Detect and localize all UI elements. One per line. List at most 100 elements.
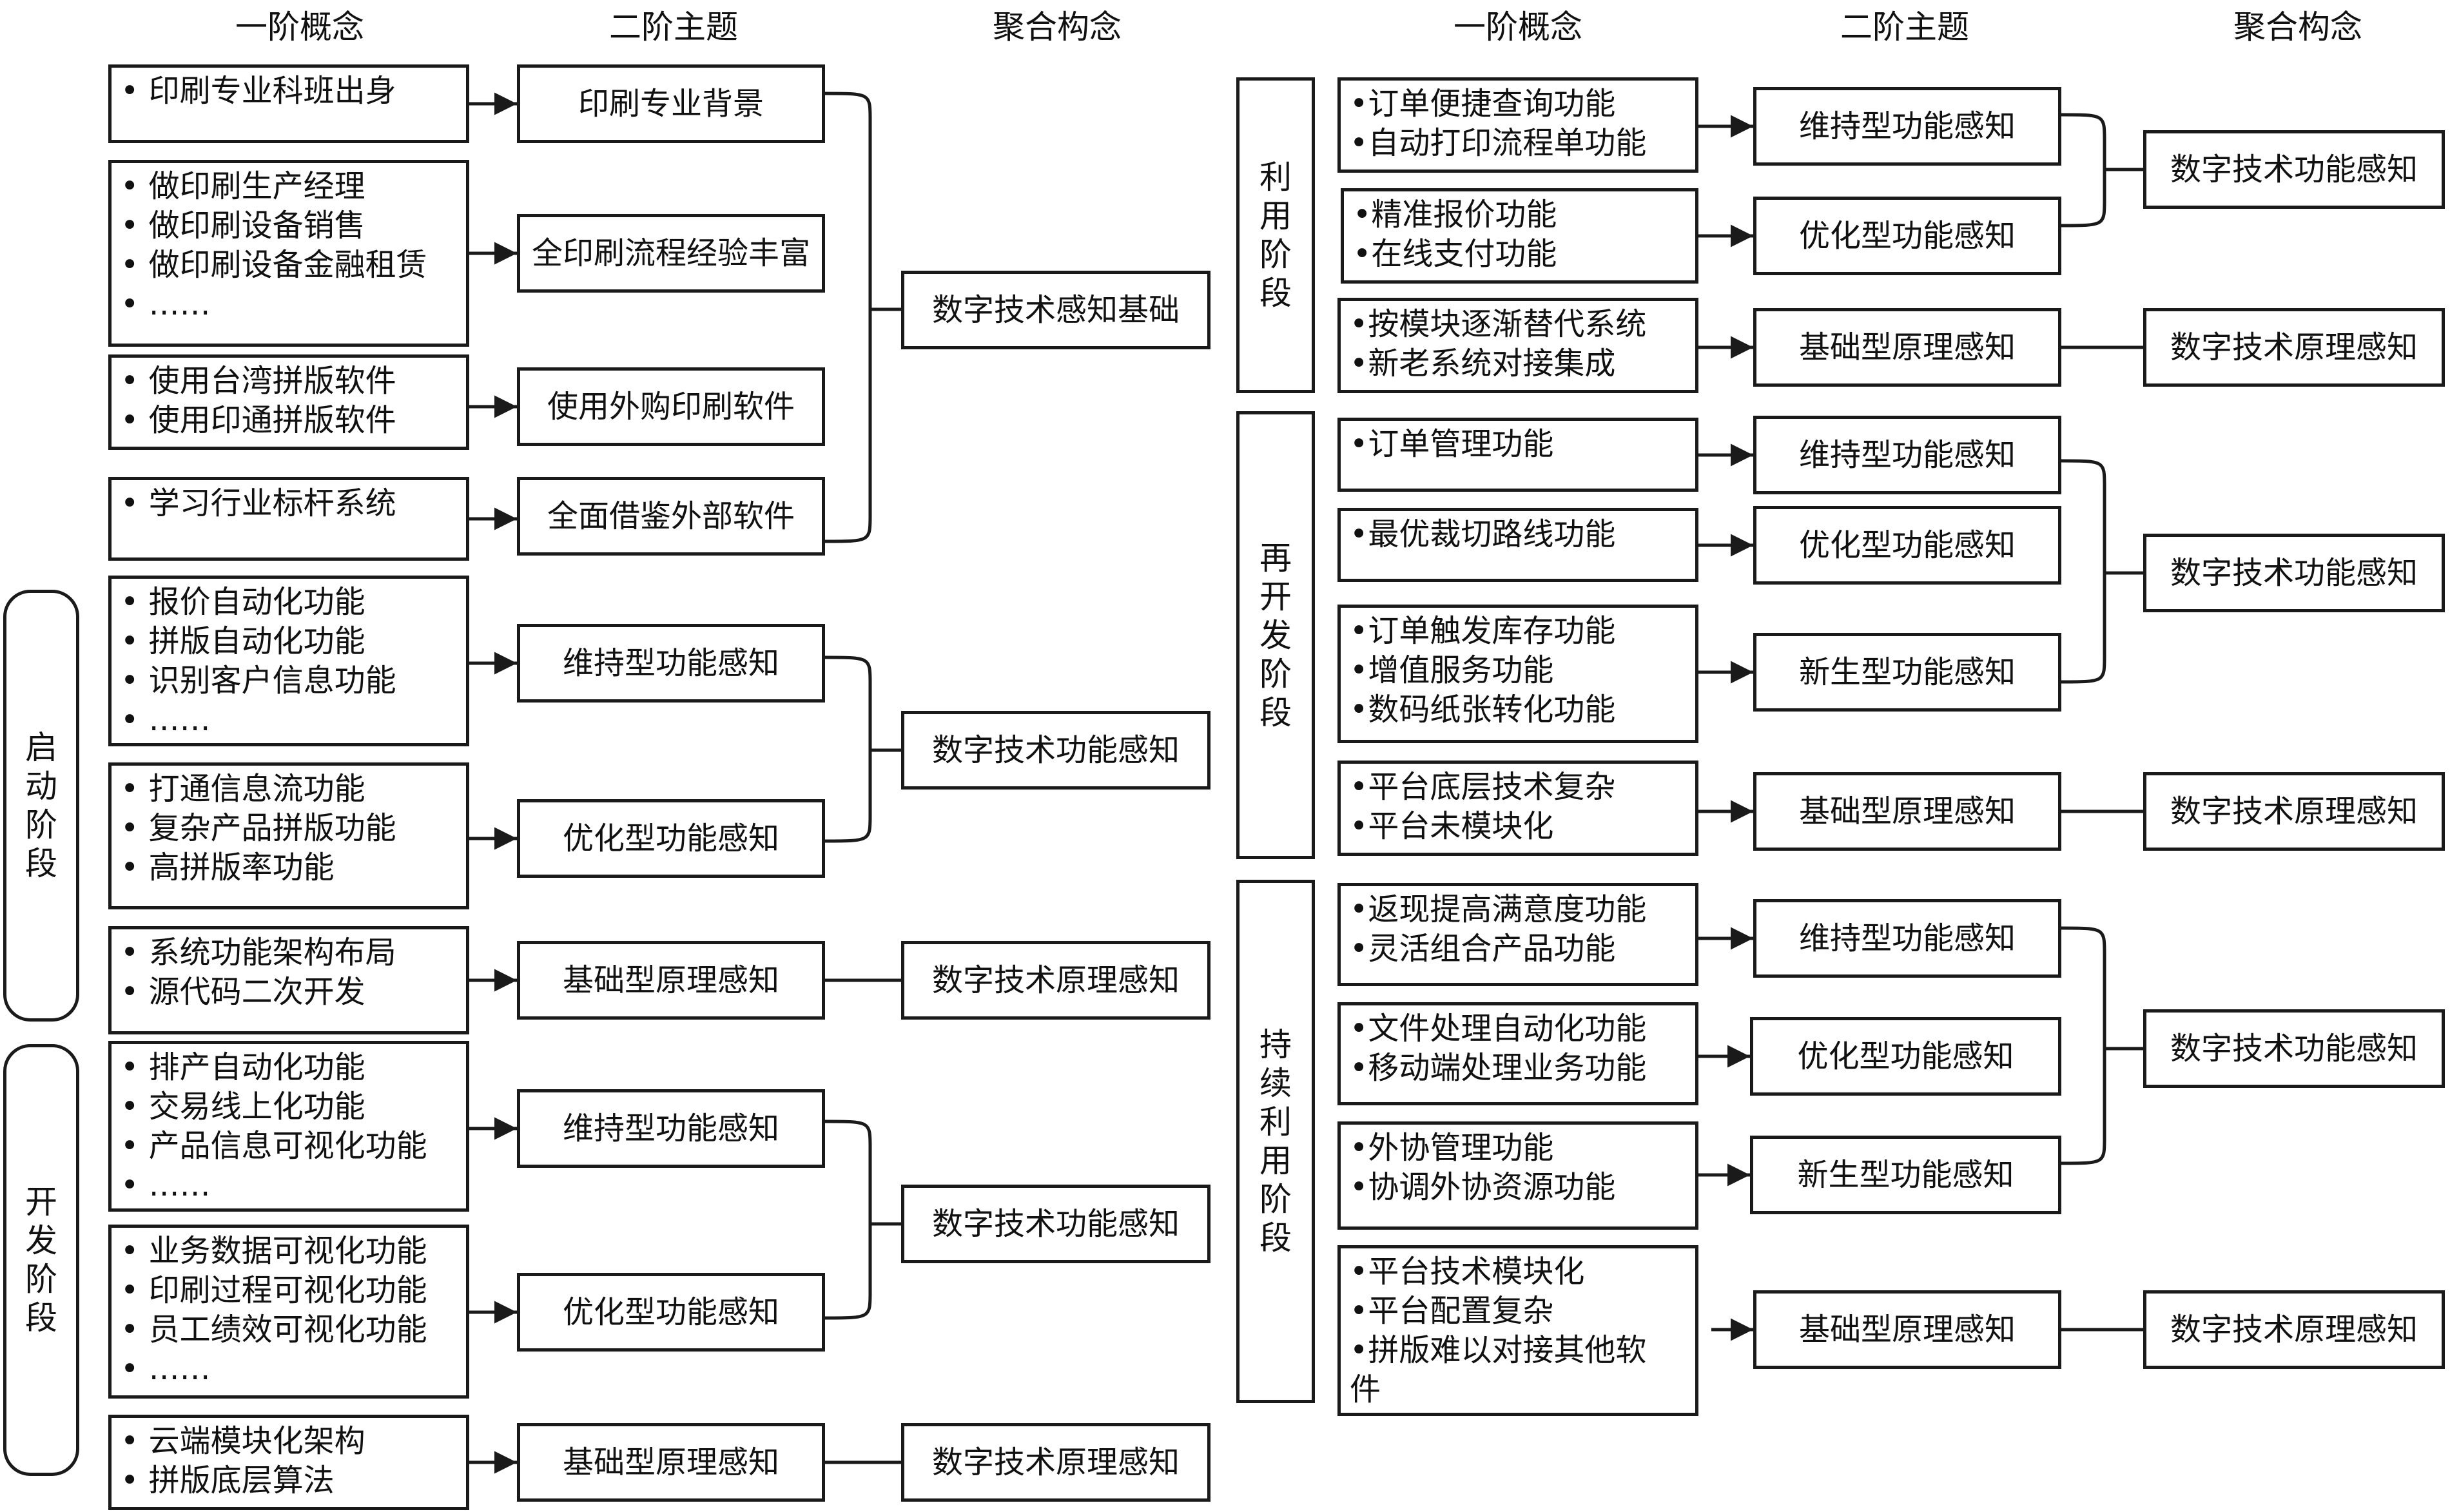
first-order-concept: •按模块逐渐替代系统•新老系统对接集成 [1337, 298, 1698, 393]
aggregate-construct: 数字技术原理感知 [2143, 308, 2445, 387]
concept-item: • 员工绩效可视化功能 [121, 1312, 427, 1348]
concept-item: • 复杂产品拼版功能 [121, 810, 396, 846]
first-order-concept: • 报价自动化功能• 拼版自动化功能• 识别客户信息功能• …… [108, 576, 469, 746]
concept-item: • 使用印通拼版软件 [121, 402, 396, 438]
concept-item: • 云端模块化架构 [121, 1423, 365, 1459]
concept-item: •外协管理功能 [1350, 1130, 1554, 1166]
stage-continued-utilization: 持续利用阶段 [1236, 880, 1315, 1403]
second-order-theme: 基础型原理感知 [517, 1423, 825, 1502]
concept-item: • 打通信息流功能 [121, 771, 365, 807]
concept-item: •增值服务功能 [1350, 652, 1554, 688]
first-order-concept: • 做印刷生产经理• 做印刷设备销售• 做印刷设备金融租赁• …… [108, 160, 469, 347]
stage-label: 再开发阶段 [1259, 539, 1292, 732]
concept-item: •灵活组合产品功能 [1350, 931, 1616, 967]
second-order-theme: 基础型原理感知 [517, 941, 825, 1020]
aggregate-construct: 数字技术原理感知 [2143, 1290, 2445, 1369]
first-order-concept: •订单触发库存功能•增值服务功能 •数码纸张转化功能 [1337, 605, 1698, 743]
concept-item: •平台未模块化 [1350, 808, 1554, 844]
concept-item: •拼版难以对接其他软 [1350, 1332, 1647, 1368]
first-order-concept: • 系统功能架构布局• 源代码二次开发 [108, 926, 469, 1034]
concept-item: • 源代码二次开发 [121, 974, 365, 1010]
second-order-theme: 基础型原理感知 [1753, 308, 2061, 387]
concept-item: • …… [121, 702, 211, 738]
second-order-theme: 维持型功能感知 [1753, 899, 2061, 978]
first-order-concept: • 印刷专业科班出身 [108, 64, 469, 143]
first-order-concept: • 云端模块化架构• 拼版底层算法 [108, 1415, 469, 1510]
first-order-concept: •返现提高满意度功能 •灵活组合产品功能 [1337, 883, 1698, 986]
concept-item: • 拼版底层算法 [121, 1462, 335, 1498]
second-order-theme: 全面借鉴外部软件 [517, 477, 825, 556]
second-order-theme: 新生型功能感知 [1753, 633, 2061, 712]
stage-utilization: 利用阶段 [1236, 77, 1315, 393]
concept-item: • 做印刷生产经理 [121, 168, 365, 204]
second-order-theme: 基础型原理感知 [1753, 1290, 2061, 1369]
concept-item: •平台配置复杂 [1350, 1293, 1554, 1329]
first-order-concept: • 排产自动化功能 • 交易线上化功能• 产品信息可视化功能• …… [108, 1041, 469, 1212]
aggregate-construct: 数字技术原理感知 [2143, 772, 2445, 851]
concept-item: • 学习行业标杆系统 [121, 485, 396, 521]
second-order-theme: 新生型功能感知 [1750, 1136, 2061, 1214]
second-order-theme: 优化型功能感知 [1753, 506, 2061, 585]
second-order-theme: 维持型功能感知 [1753, 416, 2061, 494]
brace-connector [2061, 459, 2143, 684]
concept-item: • …… [121, 1167, 211, 1203]
second-order-theme: 全印刷流程经验丰富 [517, 214, 825, 293]
concept-item: •平台技术模块化 [1350, 1254, 1585, 1290]
concept-item: • 业务数据可视化功能 [121, 1233, 427, 1269]
header-first-order-right: 一阶概念 [1453, 8, 1582, 46]
first-order-concept: •订单管理功能 [1337, 418, 1698, 492]
aggregate-construct: 数字技术功能感知 [901, 711, 1210, 790]
first-order-concept: •外协管理功能•协调外协资源功能 [1337, 1121, 1698, 1230]
stage-label: 利用阶段 [1259, 159, 1292, 312]
stage-label: 启动阶段 [25, 729, 57, 882]
stage-startup: 启动阶段 [3, 590, 79, 1022]
second-order-theme: 使用外购印刷软件 [517, 367, 825, 446]
concept-item: •数码纸张转化功能 [1350, 692, 1616, 728]
concept-item: •移动端处理业务功能 [1350, 1050, 1647, 1086]
first-order-concept: • 学习行业标杆系统 [108, 477, 469, 561]
second-order-theme: 优化型功能感知 [1750, 1017, 2061, 1096]
concept-item: • 做印刷设备金融租赁 [121, 247, 427, 283]
first-order-concept: • 业务数据可视化功能• 印刷过程可视化功能 • 员工绩效可视化功能• …… [108, 1225, 469, 1399]
second-order-theme: 优化型功能感知 [517, 1273, 825, 1352]
aggregate-construct: 数字技术功能感知 [2143, 130, 2445, 209]
aggregate-construct: 数字技术原理感知 [901, 1423, 1210, 1502]
stage-label: 开发阶段 [25, 1183, 57, 1337]
first-order-concept: • 使用台湾拼版软件• 使用印通拼版软件 [108, 354, 469, 450]
header-aggregate-left: 聚合构念 [993, 8, 1122, 46]
brace-connector [824, 92, 901, 543]
concept-item: • 拼版自动化功能 [121, 623, 365, 659]
concept-item: •订单管理功能 [1350, 426, 1554, 462]
second-order-theme: 基础型原理感知 [1753, 772, 2061, 851]
aggregate-construct: 数字技术感知基础 [901, 271, 1210, 349]
concept-item: • 印刷专业科班出身 [121, 73, 396, 109]
header-second-order-left: 二阶主题 [609, 8, 738, 46]
first-order-concept: •平台技术模块化•平台配置复杂•拼版难以对接其他软件 [1337, 1245, 1698, 1416]
concept-item: •按模块逐渐替代系统 [1350, 306, 1647, 342]
concept-item: •精准报价功能 [1353, 197, 1557, 233]
concept-item: •订单触发库存功能 [1350, 613, 1616, 649]
concept-item: •文件处理自动化功能 [1350, 1011, 1647, 1047]
concept-item: • 印刷过程可视化功能 [121, 1272, 427, 1308]
header-first-order-left: 一阶概念 [235, 8, 364, 46]
stage-development: 开发阶段 [3, 1044, 79, 1476]
concept-item: • 产品信息可视化功能 [121, 1128, 427, 1164]
concept-item: 件 [1350, 1371, 1381, 1408]
concept-item: • 识别客户信息功能 [121, 663, 396, 699]
concept-item: • 系统功能架构布局 [121, 935, 396, 971]
first-order-concept: • 打通信息流功能• 复杂产品拼版功能• 高拼版率功能 [108, 762, 469, 909]
brace-connector [2061, 926, 2143, 1165]
concept-item: • 排产自动化功能 [121, 1049, 365, 1085]
concept-item: •新老系统对接集成 [1350, 345, 1616, 382]
second-order-theme: 维持型功能感知 [517, 1089, 825, 1168]
concept-item: •返现提高满意度功能 [1350, 891, 1647, 927]
concept-item: • …… [121, 1351, 211, 1387]
concept-item: •订单便捷查询功能 [1350, 86, 1616, 122]
brace-connector [824, 655, 901, 843]
second-order-theme: 优化型功能感知 [517, 799, 825, 878]
aggregate-construct: 数字技术功能感知 [2143, 1009, 2445, 1088]
concept-item: • 交易线上化功能 [121, 1089, 365, 1125]
aggregate-construct: 数字技术功能感知 [2143, 534, 2445, 612]
concept-item: •自动打印流程单功能 [1350, 125, 1647, 161]
